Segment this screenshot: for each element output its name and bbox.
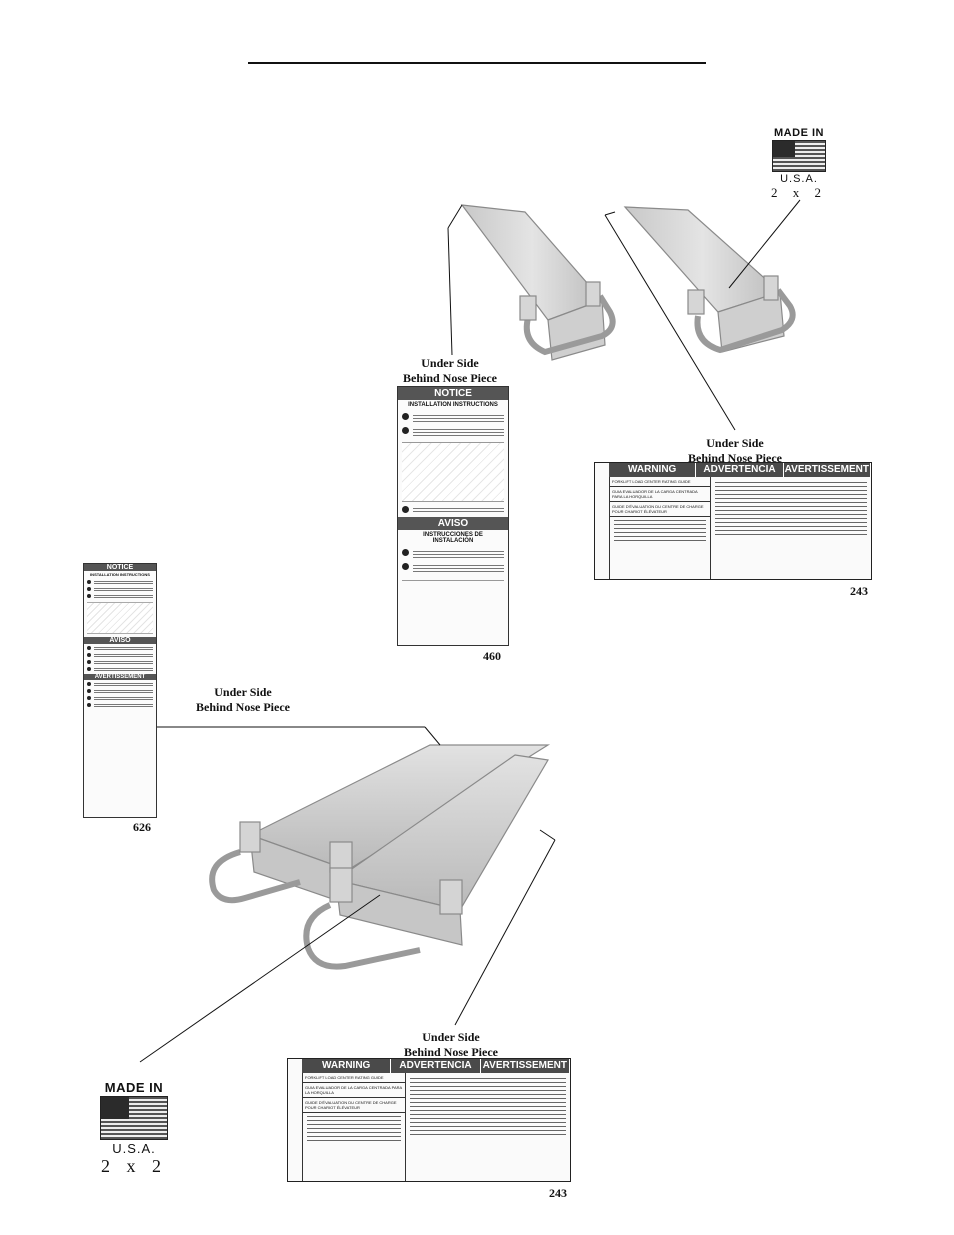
part-number-243-top: 243 [850,584,868,598]
small-aviso-title: AVISO [84,637,156,644]
badge-size-bottom: 2 x 2 [101,1156,167,1176]
notice-label-small: NOTICE INSTALLATION INSTRUCTIONS AVISO A… [83,563,157,818]
aviso-subtitle: INSTRUCCIONES DE INSTALACIÓN [423,532,483,544]
notice-subtitle: INSTALLATION INSTRUCTIONS [408,402,498,408]
top-fork-left [460,204,616,361]
made-in-usa-badge-top: MADE IN U.S.A. 2 x 2 [770,127,828,201]
bottom-fork-left [209,744,551,906]
warning-label-bottom: WARNING ADVERTENCIA AVERTISSEMENT FORKLI… [287,1058,571,1182]
advertencia-heading: ADVERTENCIA [696,463,784,477]
warning-heading: WARNING [609,463,697,477]
bottom-fork-right [303,754,549,970]
badge-size: 2 x 2 [771,185,827,200]
small-avert-title: AVERTISSEMENT [84,674,156,680]
notice-label-large: NOTICE INSTALLATION INSTRUCTIONS AVISO I… [397,386,509,646]
part-number-243-bottom: 243 [549,1186,567,1200]
avertissement-heading: AVERTISSEMENT [784,463,871,477]
warning-heading: WARNING [302,1059,392,1073]
made-in-usa-badge-bottom: MADE IN U.S.A. 2 x 2 [100,1080,168,1177]
small-notice-title: NOTICE [84,564,156,571]
notice-title: NOTICE [398,387,508,400]
badge-line2: U.S.A. [780,173,818,185]
aviso-title: AVISO [398,517,508,530]
top-fork-right [623,206,796,354]
advertencia-heading: ADVERTENCIA [391,1059,481,1073]
flag-icon [772,140,826,172]
badge-line1: MADE IN [774,127,824,139]
badge-line2-bottom: U.S.A. [112,1141,156,1156]
badge-line1-bottom: MADE IN [104,1080,164,1095]
warning-label-top: WARNING ADVERTENCIA AVERTISSEMENT FORKLI… [594,462,872,580]
avertissement-heading: AVERTISSEMENT [481,1059,570,1073]
part-number-626: 626 [133,820,151,834]
flag-icon [100,1096,168,1140]
leader-lines [139,199,801,1063]
header-rule [248,62,706,64]
small-notice-subtitle: INSTALLATION INSTRUCTIONS [90,572,150,577]
part-number-460: 460 [483,649,501,663]
